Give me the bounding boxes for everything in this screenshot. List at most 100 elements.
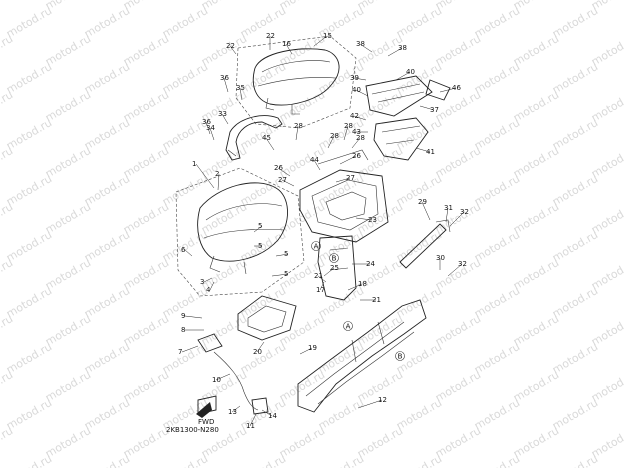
leader-line-c35 xyxy=(239,87,243,101)
leader-line-c36b xyxy=(205,121,211,135)
watermark-text: motod.ru xyxy=(160,60,210,96)
callout-c6: 6 xyxy=(181,246,186,254)
center-bracket xyxy=(317,235,357,301)
watermark-text: motod.ru xyxy=(511,200,561,236)
callout-c17: 17 xyxy=(316,286,325,294)
watermark-text: motod.ru xyxy=(43,368,93,404)
watermark-text: motod.ru xyxy=(511,144,561,180)
callout-c22a: 22 xyxy=(226,42,235,50)
leader-line-c23 xyxy=(355,217,373,221)
leader-line-c19 xyxy=(299,347,313,355)
leader-line-c28b xyxy=(327,135,335,149)
watermark-text: motod.ru xyxy=(82,340,132,376)
watermark-text: motod.ru xyxy=(316,452,366,468)
grab-bar xyxy=(225,115,283,161)
leader-line-c15 xyxy=(313,35,328,47)
callout-c27a: 27 xyxy=(278,176,287,184)
watermark-text: motod.ru xyxy=(4,396,54,432)
leader-line-c28a xyxy=(295,125,299,141)
seat-lock-assembly xyxy=(197,333,269,415)
callout-c21a: 21 xyxy=(314,272,323,280)
callout-c32b: 32 xyxy=(458,260,467,268)
front-seat xyxy=(197,182,288,262)
watermark-text: motod.ru xyxy=(82,172,132,208)
watermark-text: motod.ru xyxy=(550,60,600,96)
watermark-text: motod.ru xyxy=(433,424,483,460)
leader-line-c22a xyxy=(229,45,237,55)
leader-line-c27b xyxy=(335,177,351,183)
watermark-text: motod.ru xyxy=(472,452,522,468)
watermark-text: motod.ru xyxy=(238,284,288,320)
watermark-text: motod.ru xyxy=(4,228,54,264)
watermark-text: motod.ru xyxy=(4,60,54,96)
watermark-text: motod.ru xyxy=(43,32,93,68)
watermark-text: motod.ru xyxy=(121,32,171,68)
leader-line-c5d xyxy=(271,273,289,277)
watermark-text: motod.ru xyxy=(511,32,561,68)
callout-c30: 30 xyxy=(436,254,445,262)
fwd-label: FWD xyxy=(198,418,214,426)
leader-line-c36a xyxy=(223,77,229,93)
watermark-text: motod.ru xyxy=(550,116,600,152)
watermark-text: motod.ru xyxy=(121,312,171,348)
leader-line-c3 xyxy=(203,277,213,283)
seat-base-plate xyxy=(237,295,297,341)
leader-line-c44 xyxy=(313,159,321,171)
watermark-text: motod.ru xyxy=(121,88,171,124)
watermark-text: motod.ru xyxy=(472,228,522,264)
callout-c5c: 5 xyxy=(284,250,288,258)
watermark-text: motod.ru xyxy=(394,396,444,432)
leader-line-c5c xyxy=(275,253,289,257)
side-strap xyxy=(399,219,451,269)
callout-c36a: 36 xyxy=(220,74,229,82)
watermark-text: motod.ru xyxy=(82,4,132,40)
callout-c36b: 36 xyxy=(202,118,211,126)
leader-line-c16 xyxy=(285,43,293,55)
watermark-text: motod.ru xyxy=(43,256,93,292)
watermark-text: motod.ru xyxy=(4,4,54,40)
callout-c14: 14 xyxy=(268,412,277,420)
leader-line-c18 xyxy=(347,283,363,291)
watermark-text: motod.ru xyxy=(433,200,483,236)
watermark-text: motod.ru xyxy=(121,200,171,236)
callout-c27b: 27 xyxy=(346,174,355,182)
leader-line-c11 xyxy=(249,413,257,427)
callout-c19: 19 xyxy=(308,344,317,352)
watermark-text: motod.ru xyxy=(82,284,132,320)
callout-c4: 4 xyxy=(206,286,211,294)
watermark-text: motod.ru xyxy=(238,452,288,468)
ref-b-1: B xyxy=(332,255,337,263)
leader-line-c25 xyxy=(323,267,335,277)
callout-c2: 2 xyxy=(215,170,219,178)
watermark-text: motod.ru xyxy=(4,340,54,376)
callout-c22b: 22 xyxy=(266,32,275,40)
callout-c26a: 26 xyxy=(274,164,283,172)
leader-line-c46 xyxy=(439,87,457,93)
watermark-text: motod.ru xyxy=(355,88,405,124)
watermark-text: motod.ru xyxy=(355,424,405,460)
watermark-text: motod.ru xyxy=(433,368,483,404)
callout-c37: 37 xyxy=(430,106,439,114)
watermark-text: motod.ru xyxy=(511,312,561,348)
watermark-text: motod.ru xyxy=(550,172,600,208)
watermark-text: motod.ru xyxy=(472,284,522,320)
callout-c15: 15 xyxy=(323,32,332,40)
watermark-text: motod.ru xyxy=(472,4,522,40)
watermark-text: motod.ru xyxy=(82,60,132,96)
callout-c46: 46 xyxy=(452,84,461,92)
watermark-text: motod.ru xyxy=(472,340,522,376)
leader-line-c4 xyxy=(209,281,215,291)
callout-c44: 44 xyxy=(310,156,319,164)
leader-line-c45 xyxy=(265,137,275,151)
watermark-text: motod.ru xyxy=(199,312,249,348)
leader-line-c17 xyxy=(319,281,325,291)
callout-c1: 1 xyxy=(192,160,196,168)
watermark-text: motod.ru xyxy=(43,424,93,460)
watermark-text: motod.ru xyxy=(433,144,483,180)
callout-c12: 12 xyxy=(378,396,387,404)
callout-c26b: 26 xyxy=(352,152,361,160)
leader-line-c7 xyxy=(181,345,199,353)
callout-c5d: 5 xyxy=(284,270,288,278)
